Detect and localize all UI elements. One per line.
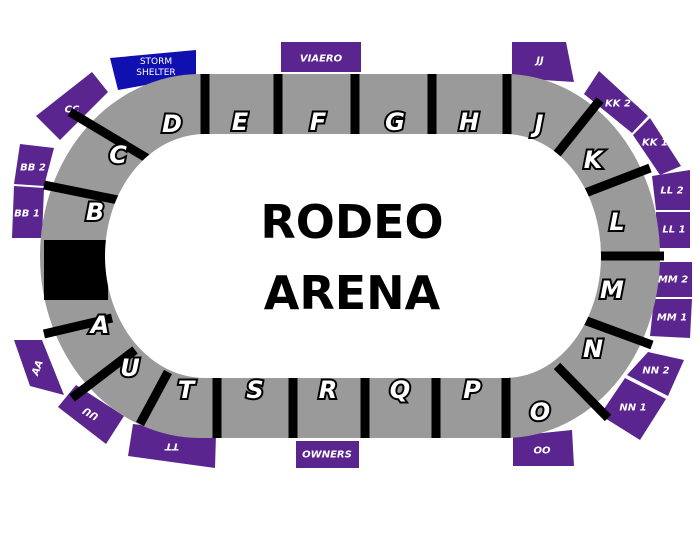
kk1-box[interactable]: KK 1 [633, 118, 681, 175]
section-label-b: B [86, 198, 104, 226]
nn2-box[interactable]: NN 2 [627, 352, 684, 396]
nn1-box[interactable]: NN 1 [600, 378, 666, 440]
section-d[interactable]: D [160, 108, 184, 140]
section-h[interactable]: H [457, 106, 481, 138]
section-c[interactable]: C [107, 139, 129, 171]
section-p[interactable]: P [461, 374, 483, 406]
section-label-r: R [319, 376, 337, 404]
oo-label: OO [533, 446, 551, 457]
viaero-box[interactable]: VIAERO [281, 42, 361, 72]
kk1-label: KK 1 [642, 138, 668, 149]
nn1-label: NN 1 [619, 403, 646, 414]
mm1-box[interactable]: MM 1 [650, 299, 692, 338]
bb1-box[interactable]: BB 1 [12, 186, 44, 238]
nn2-label: NN 2 [642, 366, 669, 377]
jj-box[interactable]: JJ [512, 42, 574, 82]
mm1-label: MM 1 [657, 313, 687, 324]
section-label-l: L [609, 208, 624, 236]
section-o[interactable]: O [528, 396, 552, 428]
jj-label: JJ [534, 56, 544, 67]
bb2-label: BB 2 [20, 163, 46, 174]
section-label-g: G [385, 108, 405, 136]
kk2-label: KK 2 [605, 99, 631, 110]
storm-shelter-label-2: SHELTER [136, 68, 175, 78]
section-label-k: K [584, 146, 605, 174]
section-label-f: F [310, 108, 327, 136]
ll1-box[interactable]: LL 1 [656, 212, 690, 248]
section-b[interactable]: B [84, 196, 106, 228]
section-q[interactable]: Q [388, 374, 412, 406]
oo-box[interactable]: OO [513, 430, 574, 466]
section-g[interactable]: G [383, 106, 407, 138]
bb2-box[interactable]: BB 2 [14, 144, 54, 186]
section-label-t: T [178, 376, 196, 404]
owners-box[interactable]: OWNERS [296, 441, 359, 468]
tunnel-block [44, 240, 108, 300]
section-e[interactable]: E [230, 106, 251, 138]
section-t[interactable]: T [176, 374, 198, 406]
section-l[interactable]: L [607, 206, 626, 238]
storm-shelter-label-1: STORM [140, 57, 172, 67]
section-m[interactable]: M [598, 274, 626, 306]
arena-floor [105, 134, 601, 378]
section-label-n: N [583, 335, 603, 363]
section-f[interactable]: F [308, 106, 329, 138]
mm2-label: MM 2 [658, 275, 688, 286]
arena-title-line1: RODEO [260, 195, 443, 249]
kk2-box[interactable]: KK 2 [584, 71, 648, 133]
tt-label: TT [164, 441, 179, 452]
mm2-box[interactable]: MM 2 [654, 262, 692, 297]
section-label-s: S [246, 376, 263, 404]
viaero-label: VIAERO [300, 54, 343, 65]
section-a[interactable]: A [87, 309, 112, 341]
bb1-label: BB 1 [14, 209, 40, 220]
section-label-h: H [459, 108, 479, 136]
section-s[interactable]: S [244, 374, 265, 406]
arena-title-line2: ARENA [264, 266, 441, 320]
section-n[interactable]: N [581, 333, 605, 365]
section-label-q: Q [390, 376, 410, 404]
section-k[interactable]: K [582, 144, 607, 176]
section-label-e: E [232, 108, 249, 136]
aa-box[interactable]: AA [14, 340, 64, 395]
storm-shelter-box[interactable]: STORM SHELTER [110, 50, 196, 90]
ll2-label: LL 2 [660, 186, 683, 197]
section-u[interactable]: U [118, 352, 142, 384]
owners-label: OWNERS [302, 450, 352, 461]
ll1-label: LL 1 [662, 225, 685, 236]
section-label-p: P [463, 376, 481, 404]
section-label-o: O [530, 398, 550, 426]
section-label-c: C [109, 141, 127, 169]
section-label-u: U [120, 354, 140, 382]
aa-label: AA [30, 359, 46, 378]
section-label-d: D [162, 110, 182, 138]
section-label-a: A [89, 311, 110, 339]
section-label-m: M [600, 276, 624, 304]
section-r[interactable]: R [317, 374, 339, 406]
ll2-box[interactable]: LL 2 [652, 170, 690, 210]
section-dividers [42, 74, 664, 438]
